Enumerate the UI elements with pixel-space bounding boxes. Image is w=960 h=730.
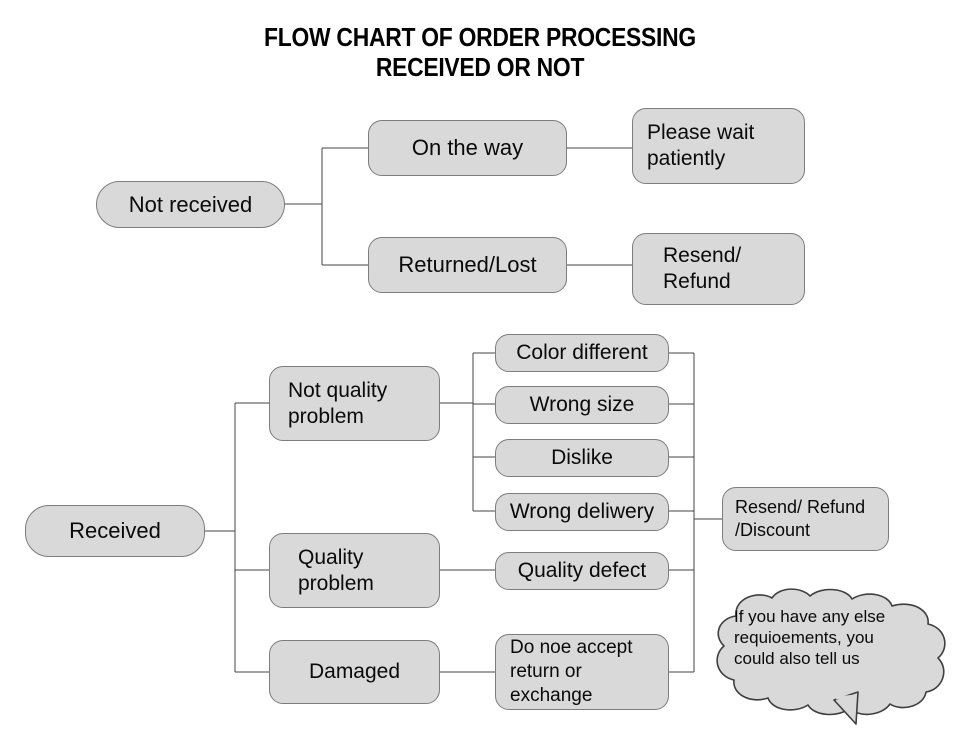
node-received[interactable]: Received (25, 505, 205, 557)
callout-shape (716, 588, 946, 725)
callout-bubble: If you have any else requioements, you c… (706, 588, 956, 728)
node-returned-lost[interactable]: Returned/Lost (368, 237, 567, 293)
node-do-not-accept-return-or-exchange[interactable]: Do noe accept return or exchange (495, 634, 669, 710)
node-wrong-deliwery[interactable]: Wrong deliwery (495, 493, 669, 531)
node-wrong-size[interactable]: Wrong size (495, 386, 669, 424)
node-please-wait-patiently[interactable]: Please wait patiently (632, 108, 805, 184)
node-quality-defect[interactable]: Quality defect (495, 552, 669, 590)
title-line-2: RECEIVED OR NOT (375, 52, 585, 82)
page-title: FLOW CHART OF ORDER PROCESSING RECEIVED … (58, 22, 903, 82)
node-not-quality-problem[interactable]: Not quality problem (269, 366, 440, 441)
node-color-different[interactable]: Color different (495, 334, 669, 372)
node-not-received[interactable]: Not received (96, 181, 285, 228)
callout-text: If you have any else requioements, you c… (734, 607, 886, 668)
node-dislike[interactable]: Dislike (495, 439, 669, 477)
node-resend-refund-discount[interactable]: Resend/ Refund /Discount (722, 487, 889, 551)
title-line-1: FLOW CHART OF ORDER PROCESSING (264, 22, 696, 52)
node-damaged[interactable]: Damaged (269, 640, 440, 704)
node-on-the-way[interactable]: On the way (368, 120, 567, 176)
node-quality-problem[interactable]: Quality problem (269, 533, 440, 608)
node-resend-refund[interactable]: Resend/ Refund (632, 233, 805, 305)
